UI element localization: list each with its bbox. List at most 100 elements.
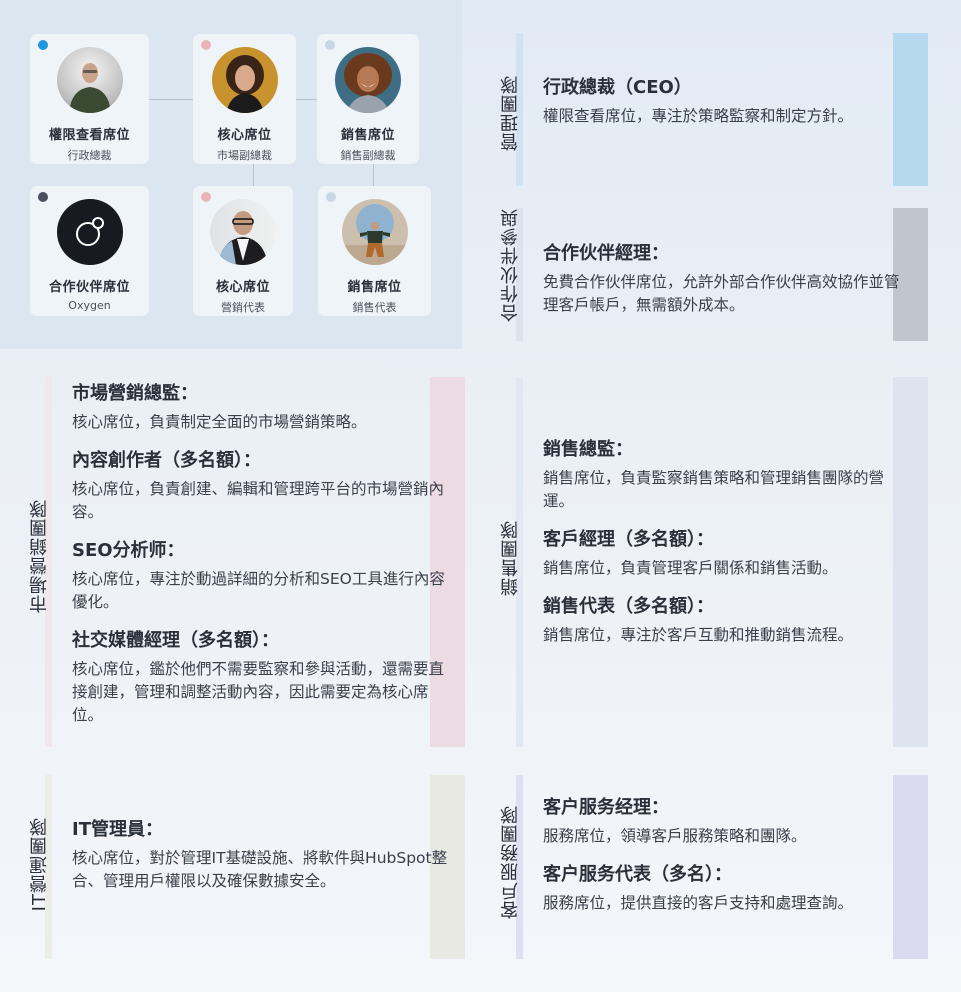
role-description: 服務席位，領導客戶服務策略和團隊。 — [543, 827, 807, 845]
team-accent-bar — [516, 775, 523, 959]
org-card-sales-vp[interactable]: 銷售席位 銷售副總裁 — [317, 34, 419, 164]
role-description: 銷售席位，負責管理客戶關係和銷售活動。 — [543, 559, 838, 577]
role-heading: 內容創作者（多名額）： — [72, 450, 261, 471]
seat-type-dot — [38, 40, 48, 50]
connector-line — [296, 99, 317, 100]
team-accent-bar — [516, 377, 523, 747]
role-heading: 客户服务代表（多名）： — [543, 864, 732, 885]
org-card-marketing-rep[interactable]: 核心席位 營銷代表 — [193, 186, 293, 316]
team-accent-block — [893, 33, 928, 186]
team-label: IT營運團隊 — [29, 817, 50, 912]
team-label: 管理團隊 — [500, 75, 521, 151]
role-item: 合作伙伴經理： 免費合作伙伴席位，允許外部合作伙伴高效協作並管理客戶帳戶，無需額… — [543, 241, 903, 317]
team-label: 銷售團隊 — [500, 520, 521, 596]
avatar — [335, 47, 401, 113]
avatar — [210, 199, 276, 265]
team-accent-bar — [516, 208, 523, 341]
team-accent-block — [430, 377, 465, 747]
role-description: 服務席位，提供直接的客戶支持和處理查詢。 — [543, 894, 854, 912]
team-label: 客戶服務團隊 — [500, 805, 521, 919]
role-item: 銷售代表（多名額）： 銷售席位，專注於客戶互動和推動銷售流程。 — [543, 594, 908, 647]
seat-type-dot — [201, 40, 211, 50]
role-description: 核心席位，負責制定全面的市場營銷策略。 — [72, 413, 367, 431]
job-title: 行政總裁 — [67, 149, 112, 162]
role-item: 客戶經理（多名額）： 銷售席位，負責管理客戶關係和銷售活動。 — [543, 527, 908, 580]
role-description: 核心席位，專注於動過詳細的分析和SEO工具進行內容優化。 — [72, 570, 445, 611]
person-icon — [68, 63, 111, 113]
team-accent-bar — [45, 377, 52, 747]
role-description: 銷售席位，專注於客戶互動和推動銷售流程。 — [543, 626, 854, 644]
avatar — [341, 199, 408, 265]
avatar — [211, 47, 278, 113]
avatar — [56, 47, 123, 113]
team-management: 管理團隊 行政總裁（CEO） 權限查看席位，專注於策略監察和制定方針。 — [500, 33, 928, 186]
team-it: IT營運團隊 IT管理員： 核心席位，對於管理IT基礎設施、將軟件與HubSpo… — [29, 775, 465, 959]
role-heading: IT管理員： — [72, 819, 163, 840]
job-title: 銷售代表 — [352, 301, 397, 314]
role-item: 客户服务经理： 服務席位，領導客戶服務策略和團隊。 — [543, 795, 908, 848]
role-item: SEO分析师： 核心席位，專注於動過詳細的分析和SEO工具進行內容優化。 — [72, 538, 452, 614]
role-item: 客户服务代表（多名）： 服務席位，提供直接的客戶支持和處理查詢。 — [543, 862, 908, 915]
team-partner: 合作伙伴參與 合作伙伴經理： 免費合作伙伴席位，允許外部合作伙伴高效協作並管理客… — [500, 208, 928, 341]
team-accent-bar — [45, 775, 52, 959]
role-description: 免費合作伙伴席位，允許外部合作伙伴高效協作並管理客戶帳戶，無需額外成本。 — [543, 273, 900, 314]
role-heading: 客户服务经理： — [543, 797, 669, 818]
role-heading: 合作伙伴經理： — [543, 243, 669, 264]
org-card-partner[interactable]: 合作伙伴席位 Oxygen — [30, 186, 149, 316]
role-description: 核心席位，負責創建、編輯和管理跨平台的市場營銷內容。 — [72, 480, 445, 521]
team-accent-bar — [516, 33, 523, 186]
person-icon — [341, 204, 408, 265]
team-accent-block — [893, 377, 928, 747]
role-description: 核心席位，鑑於他們不需要監察和參與活動，還需要直接創建，管理和調整活動內容，因此… — [72, 660, 445, 724]
seat-role: 核心席位 — [217, 128, 272, 143]
org-card-sales-rep[interactable]: 銷售席位 銷售代表 — [318, 186, 431, 316]
seat-type-dot — [326, 192, 336, 202]
seat-type-dot — [38, 192, 48, 202]
role-item: 銷售總監： 銷售席位，負責監察銷售策略和管理銷售團隊的營運。 — [543, 437, 908, 513]
role-heading: 行政總裁（CEO） — [543, 77, 692, 98]
seat-role: 合作伙伴席位 — [48, 280, 130, 295]
team-accent-block — [893, 208, 928, 341]
org-chart-panel: 權限查看席位 行政總裁 核心席位 市場副總裁 銷售席位 銷售副總裁 — [0, 0, 462, 349]
oxygen-logo — [56, 199, 123, 265]
team-label: 合作伙伴參與 — [500, 208, 521, 322]
role-heading: SEO分析师： — [72, 540, 185, 561]
seat-type-dot — [201, 192, 211, 202]
person-icon — [344, 53, 392, 113]
team-accent-block — [430, 775, 465, 959]
seat-role: 權限查看席位 — [48, 128, 130, 143]
role-description: 權限查看席位，專注於策略監察和制定方針。 — [543, 107, 854, 125]
connector-line — [148, 99, 194, 100]
role-heading: 銷售代表（多名額）： — [543, 596, 714, 617]
team-sales: 銷售團隊 銷售總監： 銷售席位，負責監察銷售策略和管理銷售團隊的營運。 客戶經理… — [500, 377, 928, 747]
org-card-ceo[interactable]: 權限查看席位 行政總裁 — [30, 34, 149, 164]
team-service: 客戶服務團隊 客户服务经理： 服務席位，領導客戶服務策略和團隊。 客户服务代表（… — [500, 775, 928, 959]
role-item: 內容創作者（多名額）： 核心席位，負責創建、編輯和管理跨平台的市場營銷內容。 — [72, 448, 452, 524]
role-heading: 客戶經理（多名額）： — [543, 529, 714, 550]
seat-role: 核心席位 — [215, 280, 270, 295]
role-item: IT管理員： 核心席位，對於管理IT基礎設施、將軟件與HubSpot整合、管理用… — [72, 817, 472, 893]
person-icon — [225, 55, 264, 113]
person-icon — [218, 211, 268, 265]
team-accent-block — [893, 775, 928, 959]
seat-role: 銷售席位 — [340, 128, 395, 143]
seat-role: 銷售席位 — [347, 280, 402, 295]
role-item: 社交媒體經理（多名額）： 核心席位，鑑於他們不需要監察和參與活動，還需要直接創建… — [72, 628, 452, 727]
team-label: 市場營銷團隊 — [29, 499, 50, 613]
role-item: 市場營銷總監： 核心席位，負責制定全面的市場營銷策略。 — [72, 381, 452, 434]
connector-line — [253, 164, 254, 186]
role-description: 核心席位，對於管理IT基礎設施、將軟件與HubSpot整合、管理用戶權限以及確保… — [72, 849, 448, 890]
connector-line — [373, 164, 374, 186]
role-item: 行政總裁（CEO） 權限查看席位，專注於策略監察和制定方針。 — [543, 75, 913, 128]
role-heading: 市場營銷總監： — [72, 383, 198, 404]
job-title: 市場副總裁 — [217, 149, 272, 162]
org-card-marketing-vp[interactable]: 核心席位 市場副總裁 — [193, 34, 296, 164]
role-heading: 社交媒體經理（多名額）： — [72, 630, 279, 651]
team-marketing: 市場營銷團隊 市場營銷總監： 核心席位，負責制定全面的市場營銷策略。 內容創作者… — [29, 377, 465, 747]
job-title: 銷售副總裁 — [340, 149, 396, 162]
job-title: Oxygen — [68, 299, 111, 312]
role-heading: 銷售總監： — [543, 439, 633, 460]
seat-type-dot — [325, 40, 335, 50]
oxygen-logo-icon — [75, 217, 104, 246]
role-description: 銷售席位，負責監察銷售策略和管理銷售團隊的營運。 — [543, 469, 885, 510]
